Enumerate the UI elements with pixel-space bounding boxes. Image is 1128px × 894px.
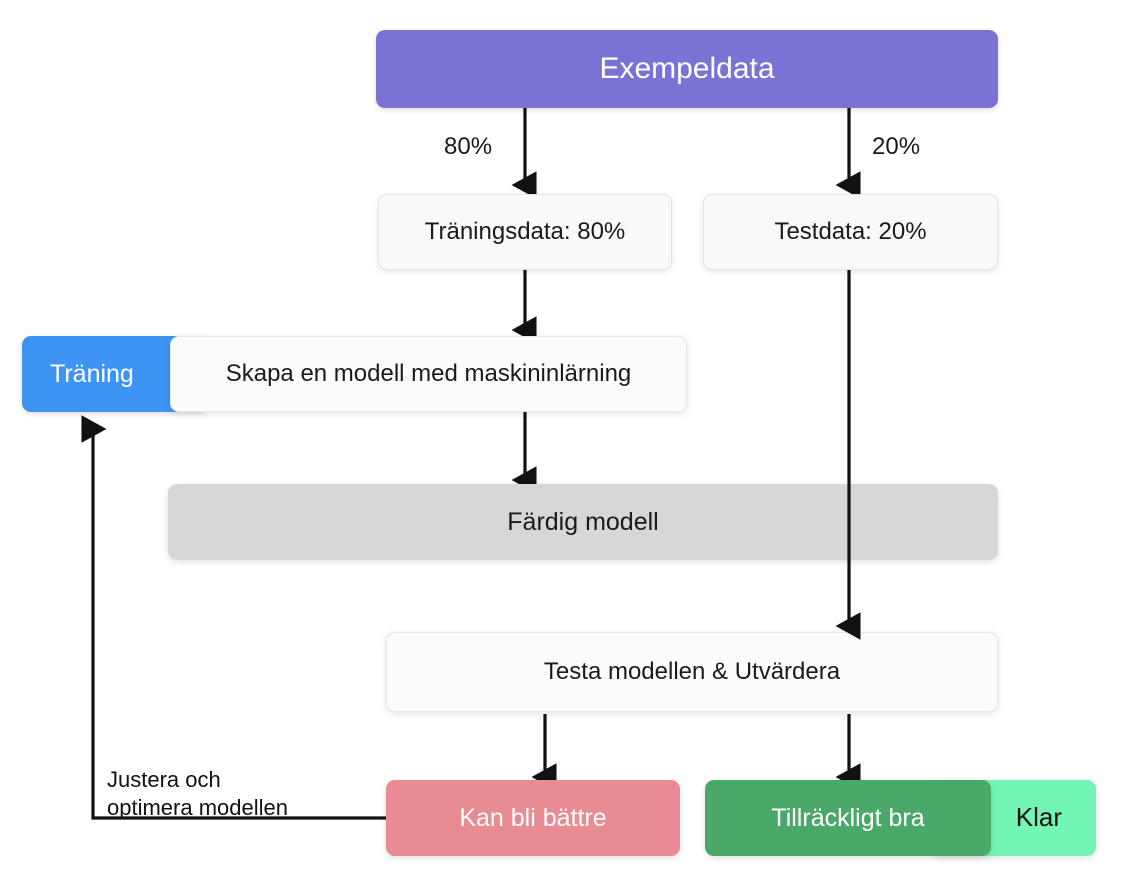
node-test-data-label: Testdata: 20%: [774, 218, 927, 246]
node-finished-model-label: Färdig modell: [507, 507, 659, 536]
edge-label-split-train-text: 80%: [444, 133, 493, 160]
node-test-evaluate-label: Testa modellen & Utvärdera: [543, 658, 841, 686]
node-create-model[interactable]: Skapa en modell med maskininlärning: [170, 336, 687, 412]
node-sample-data-label: Exempeldata: [599, 51, 775, 85]
node-good-enough-label: Tillräckligt bra: [771, 803, 925, 832]
node-test-data[interactable]: Testdata: 20%: [703, 194, 998, 270]
node-training-data-label: Träningsdata: 80%: [424, 218, 626, 246]
node-good-enough[interactable]: Tillräckligt bra: [705, 780, 991, 856]
edge-label-feedback-loop-text: Justera och optimera modellen: [107, 767, 288, 821]
edge-label-split-test-text: 20%: [872, 133, 921, 160]
node-sample-data[interactable]: Exempeldata: [376, 30, 998, 108]
node-test-evaluate[interactable]: Testa modellen & Utvärdera: [386, 632, 998, 712]
node-create-model-label: Skapa en modell med maskininlärning: [225, 360, 632, 388]
edge-feedback-loop-to-training: [81, 415, 386, 820]
node-finished-model[interactable]: Färdig modell: [168, 484, 998, 560]
edge-label-split-train: 80%: [444, 133, 492, 161]
edge-label-split-test: 20%: [872, 133, 920, 161]
node-training-data[interactable]: Träningsdata: 80%: [378, 194, 672, 270]
node-can-improve[interactable]: Kan bli bättre: [386, 780, 680, 856]
node-can-improve-label: Kan bli bättre: [459, 803, 607, 832]
node-done-label: Klar: [1015, 802, 1062, 833]
node-training-badge-label: Träning: [50, 359, 134, 388]
edge-label-feedback-loop: Justera och optimera modellen: [107, 738, 377, 822]
